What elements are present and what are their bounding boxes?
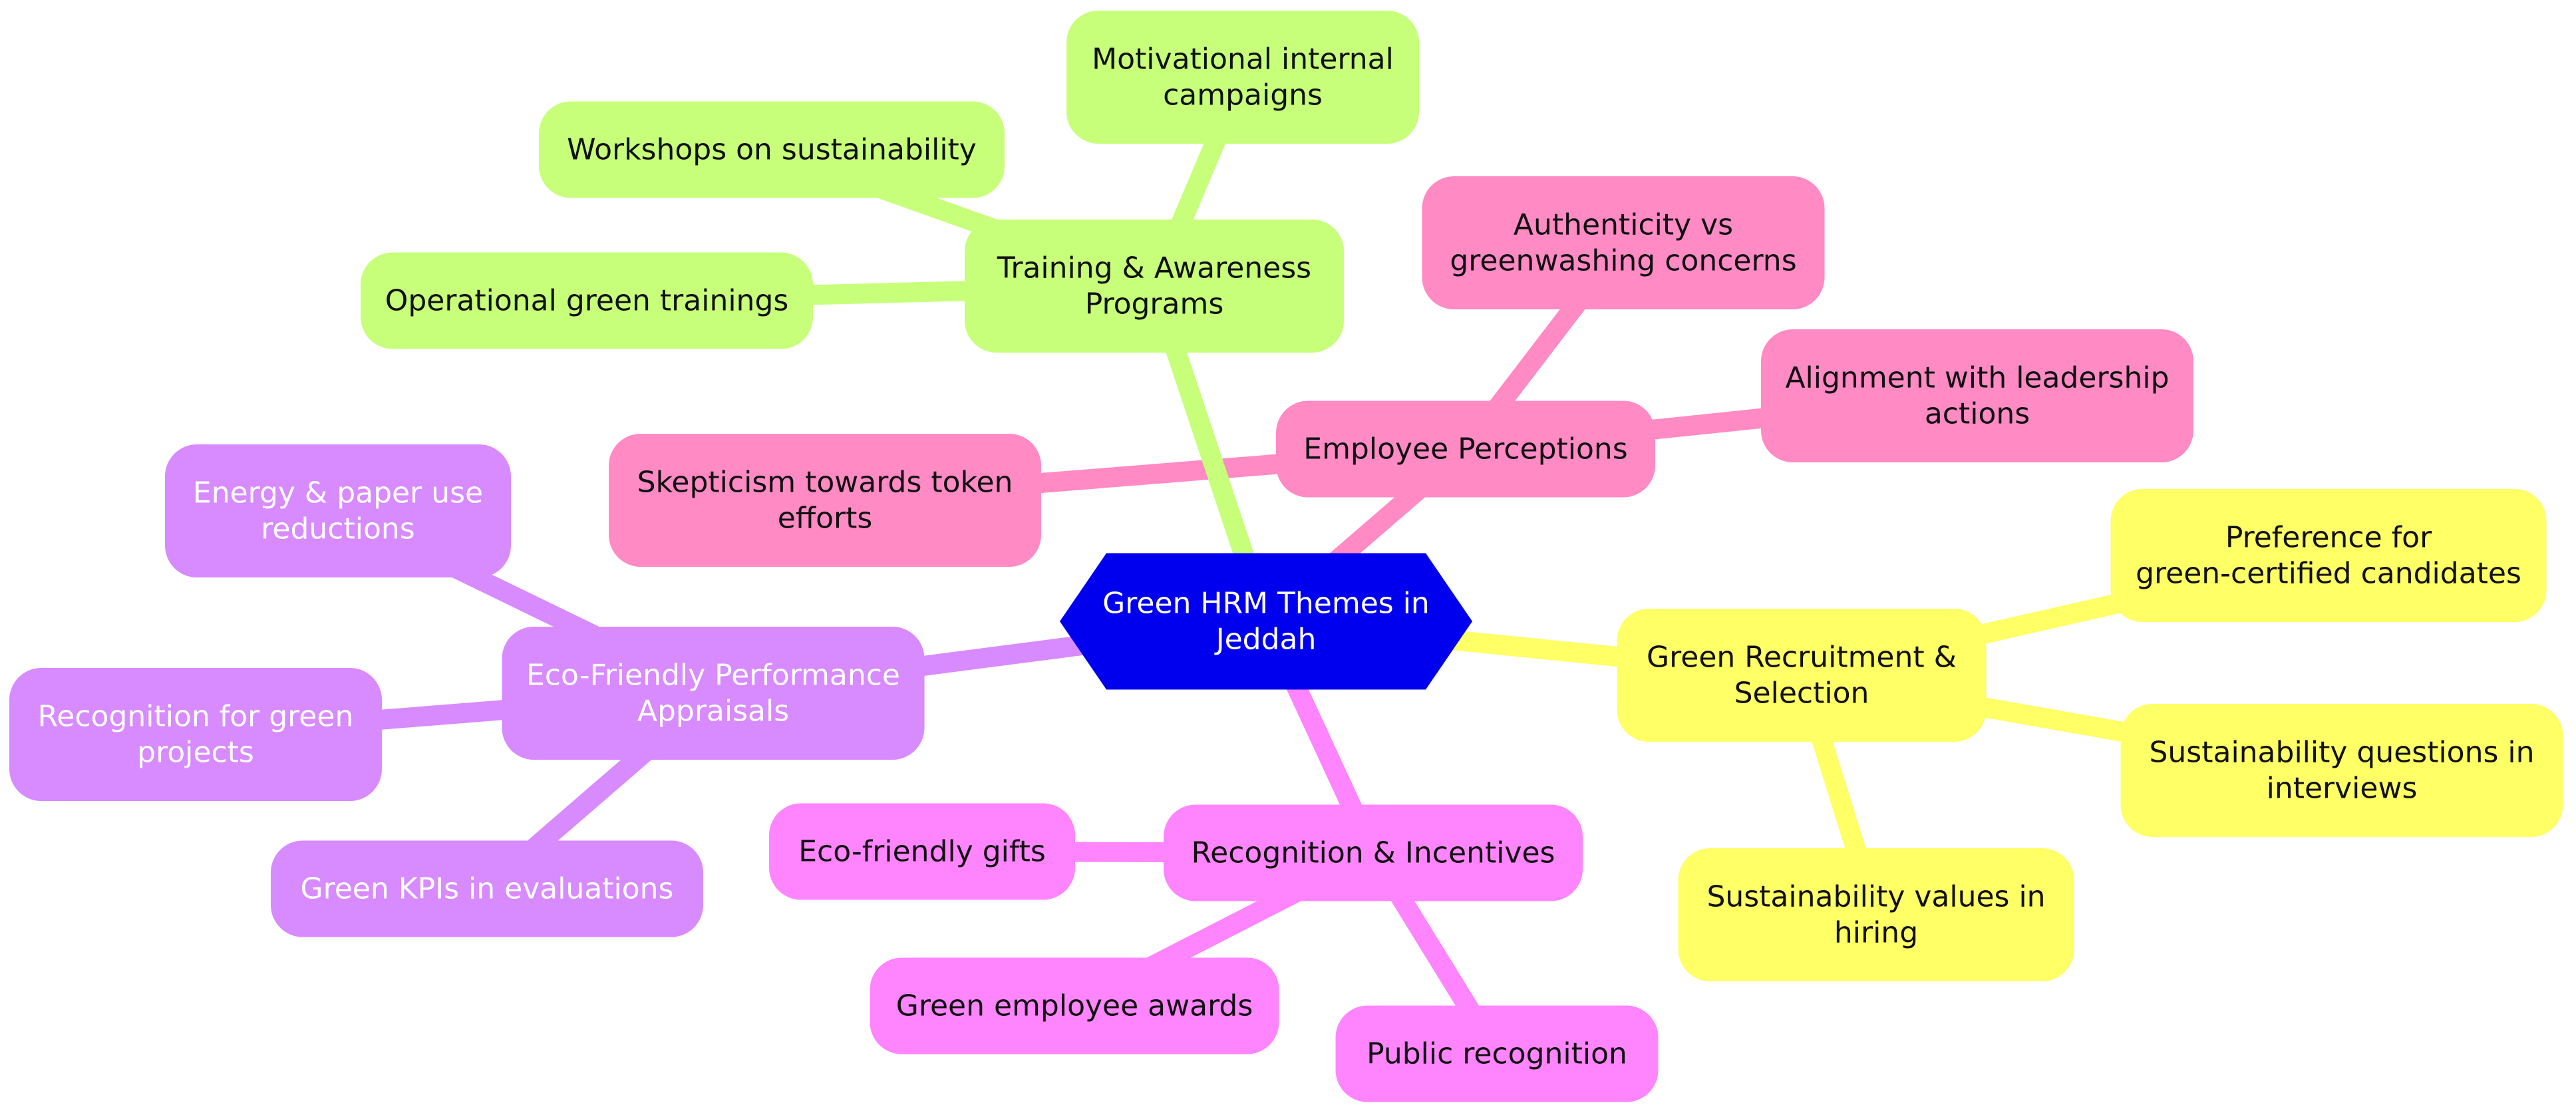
node-energy-label: reductions — [261, 512, 414, 546]
node-questions-label: interviews — [2267, 772, 2418, 806]
branch-node-perceptions-shape — [1276, 400, 1655, 498]
node-kpis-shape — [271, 840, 703, 937]
node-gifts-label: Eco-friendly gifts — [798, 835, 1046, 869]
node-operational: Operational green trainings — [361, 252, 813, 349]
branch-node-perceptions: Employee Perceptions — [1276, 400, 1655, 498]
branch-node-recruitment-label: Selection — [1734, 677, 1869, 711]
node-alignment-label: actions — [1925, 397, 2030, 431]
node-awards: Green employee awards — [870, 957, 1279, 1054]
branch-node-training-label: Training & Awareness — [997, 251, 1311, 285]
node-gifts: Eco-friendly gifts — [769, 803, 1075, 900]
node-questions-label: Sustainability questions in — [2149, 736, 2534, 770]
branch-node-recognition-shape — [1164, 804, 1583, 901]
node-skepticism-label: efforts — [778, 502, 873, 536]
node-greenprojects-label: projects — [137, 736, 254, 770]
node-operational-shape — [361, 252, 813, 349]
node-operational-label: Operational green trainings — [385, 284, 789, 318]
node-workshops-shape — [539, 101, 1005, 198]
node-preference-label: green-certified candidates — [2136, 557, 2521, 591]
node-values-shape — [1678, 848, 2074, 981]
branch-node-perceptions-label: Employee Perceptions — [1303, 432, 1627, 466]
nodes-layer: Workshops on sustainability Motivational … — [9, 11, 2563, 1102]
node-motivational-label: Motivational internal — [1092, 43, 1394, 77]
branch-node-recruitment-label: Green Recruitment & — [1647, 641, 1957, 675]
node-motivational-shape — [1066, 11, 1419, 144]
node-skepticism-label: Skepticism towards token — [637, 466, 1013, 500]
node-authenticity-shape — [1422, 176, 1825, 309]
node-awards-shape — [870, 957, 1279, 1054]
node-workshops-label: Workshops on sustainability — [567, 133, 977, 167]
root-node-label: Jeddah — [1214, 623, 1317, 657]
branch-node-appraisals-label: Appraisals — [637, 695, 789, 728]
node-preference-label: Preference for — [2225, 521, 2432, 555]
node-questions-shape — [2120, 704, 2563, 837]
node-alignment-label: Alignment with leadership — [1785, 361, 2169, 395]
node-kpis-label: Green KPIs in evaluations — [301, 872, 674, 906]
root-node-shape — [1060, 553, 1472, 690]
branch-node-recognition: Recognition & Incentives — [1164, 804, 1583, 901]
root-node-label: Green HRM Themes in — [1102, 587, 1430, 621]
node-public: Public recognition — [1335, 1005, 1659, 1102]
node-public-label: Public recognition — [1367, 1037, 1627, 1071]
node-greenprojects-label: Recognition for green — [38, 700, 354, 734]
node-values-label: Sustainability values in — [1706, 880, 2045, 914]
node-gifts-shape — [769, 803, 1075, 900]
node-alignment-shape — [1761, 329, 2193, 462]
node-workshops: Workshops on sustainability — [539, 101, 1005, 198]
node-authenticity-label: greenwashing concerns — [1450, 244, 1796, 278]
node-authenticity-label: Authenticity vs — [1514, 208, 1733, 242]
branch-node-training-shape — [965, 220, 1344, 353]
branch-node-appraisals-label: Eco-Friendly Performance — [526, 659, 900, 693]
branch-node-appraisals-shape — [502, 627, 925, 760]
node-energy-label: Energy & paper use — [193, 476, 483, 510]
node-preference-shape — [2110, 489, 2547, 622]
node-energy-shape — [165, 444, 511, 577]
node-kpis: Green KPIs in evaluations — [271, 840, 703, 937]
node-motivational-label: campaigns — [1163, 79, 1323, 112]
node-values-label: hiring — [1834, 916, 1918, 950]
node-public-shape — [1335, 1005, 1659, 1102]
branch-node-recruitment: Green Recruitment &Selection — [1617, 609, 1987, 742]
branch-node-recognition-label: Recognition & Incentives — [1192, 836, 1555, 870]
node-greenprojects-shape — [9, 668, 382, 801]
branch-node-training-label: Programs — [1085, 287, 1224, 321]
node-awards-label: Green employee awards — [896, 989, 1253, 1023]
branch-node-recruitment-shape — [1617, 609, 1987, 742]
node-skepticism-shape — [609, 434, 1041, 567]
